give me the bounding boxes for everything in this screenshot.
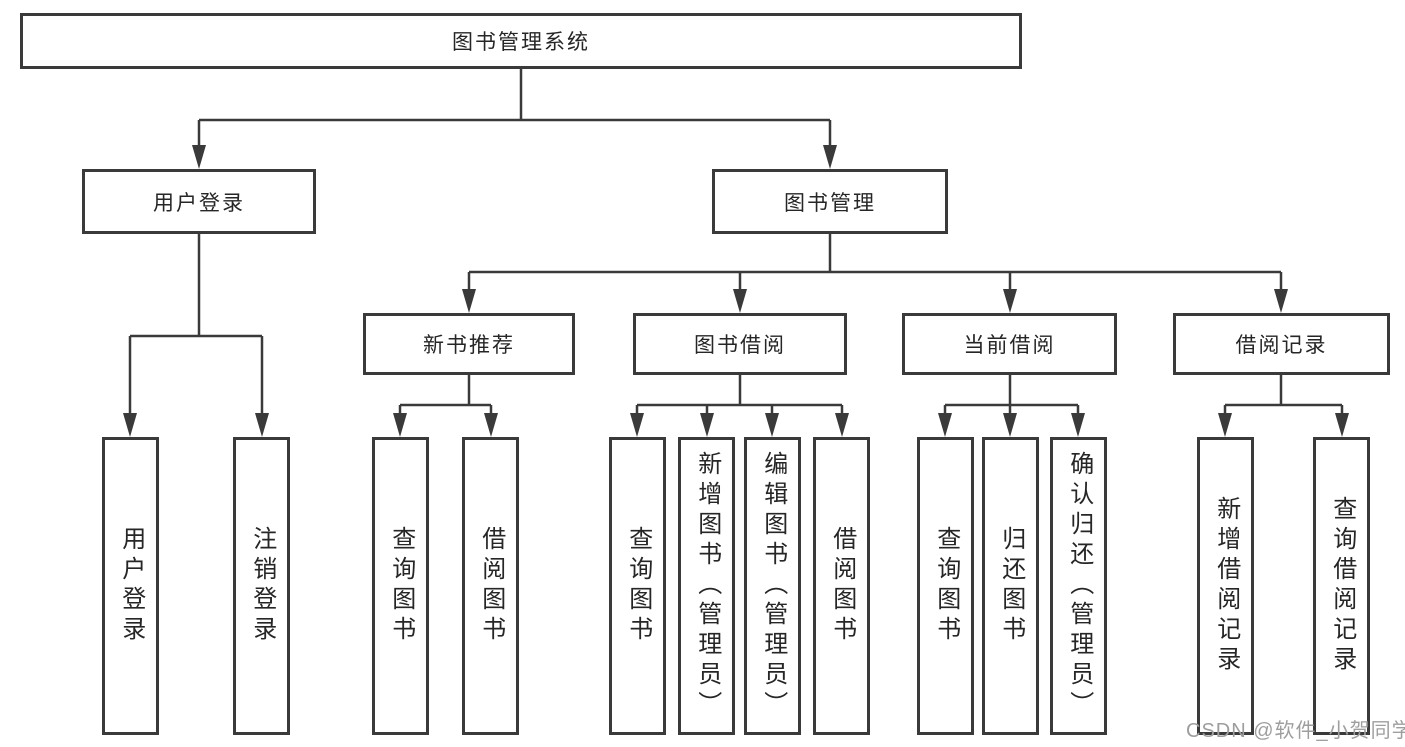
node-book-management: 图书管理: [712, 169, 948, 234]
node-bb-query-books: 查询图书: [609, 437, 666, 735]
node-user-login: 用户登录: [82, 169, 316, 234]
node-logout-leaf: 注销登录: [233, 437, 290, 735]
node-root: 图书管理系统: [20, 13, 1022, 69]
node-nb-borrow-books: 借阅图书: [462, 437, 519, 735]
node-br-query-record: 查询借阅记录: [1313, 437, 1370, 735]
node-book-borrowing: 图书借阅: [633, 313, 847, 375]
node-br-add-record: 新增借阅记录: [1197, 437, 1254, 735]
node-user-login-leaf: 用户登录: [102, 437, 159, 735]
csdn-watermark: CSDN @软件_小贺同学: [1186, 720, 1405, 742]
node-new-book-recommend: 新书推荐: [363, 313, 575, 375]
node-nb-query-books: 查询图书: [372, 437, 429, 735]
node-bb-edit-books-admin: 编辑图书（管理员）: [744, 437, 801, 735]
node-borrow-records: 借阅记录: [1173, 313, 1390, 375]
node-current-borrowing: 当前借阅: [902, 313, 1117, 375]
node-cb-query-books: 查询图书: [917, 437, 974, 735]
node-bb-borrow-books: 借阅图书: [813, 437, 870, 735]
node-cb-confirm-return-admin: 确认归还（管理员）: [1050, 437, 1107, 735]
node-bb-add-books-admin: 新增图书（管理员）: [678, 437, 735, 735]
node-cb-return-books: 归还图书: [982, 437, 1039, 735]
